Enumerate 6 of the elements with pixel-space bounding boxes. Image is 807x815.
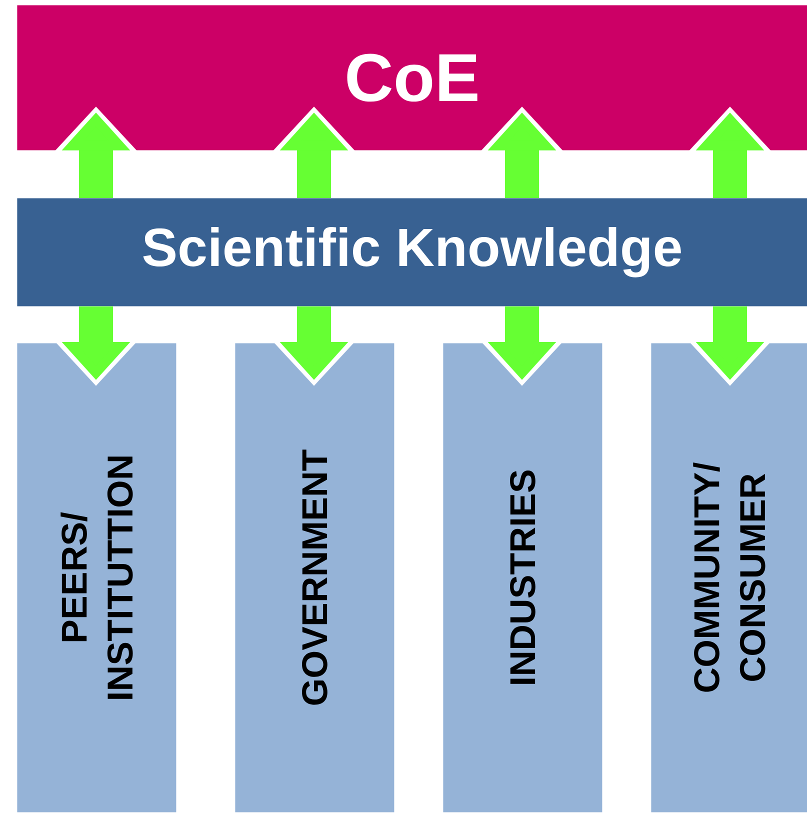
stakeholder-column: PEERS/ INSTITUTTION [17, 343, 176, 812]
title-banner: CoE [17, 5, 807, 150]
stakeholder-column: COMMUNITY/ CONSUMER [651, 343, 807, 812]
stakeholder-column: GOVERNMENT [235, 343, 394, 812]
stakeholder-column: INDUSTRIES [443, 343, 602, 812]
knowledge-band: Scientific Knowledge [17, 198, 807, 306]
